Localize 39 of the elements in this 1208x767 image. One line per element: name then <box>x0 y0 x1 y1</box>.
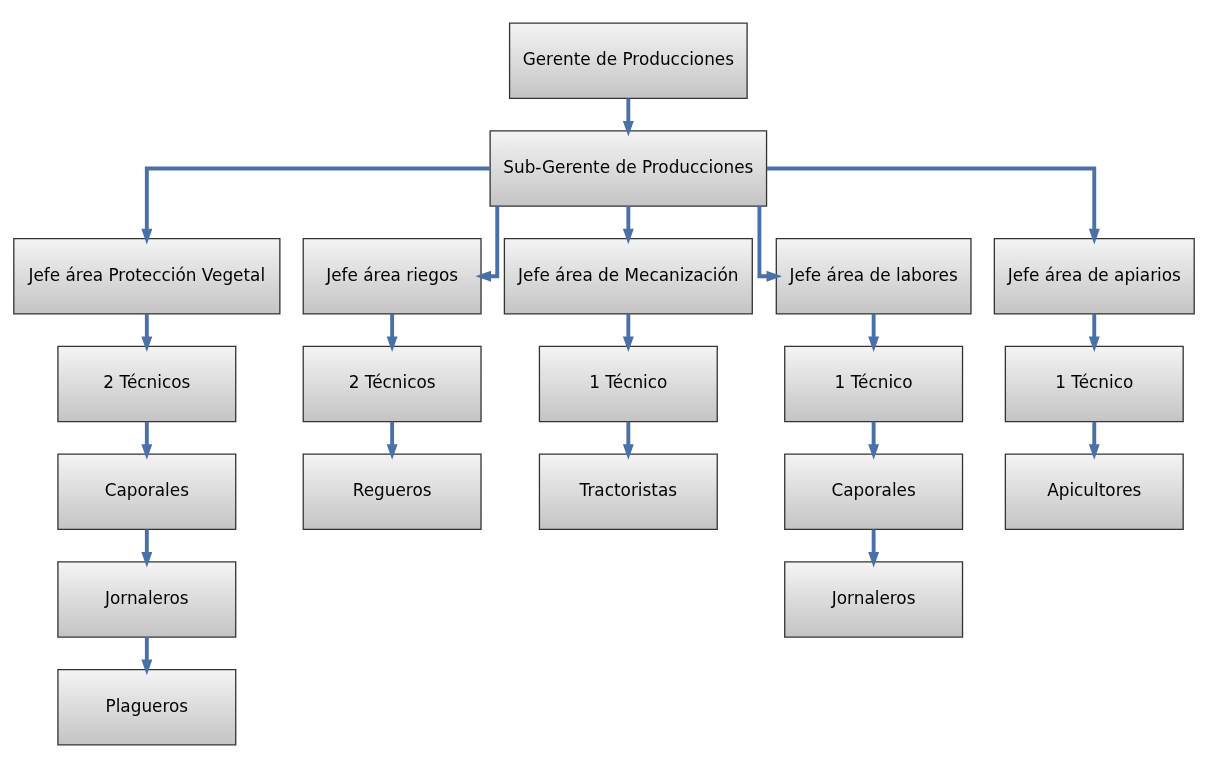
node-box: Jefe área de Mecanización <box>503 237 753 315</box>
node-box: Gerente de Producciones <box>508 22 748 99</box>
arrow <box>757 205 783 282</box>
node-box: Jefe área riegos <box>302 237 482 315</box>
arrow <box>622 421 634 460</box>
node-box: Sub-Gerente de Producciones <box>489 129 768 207</box>
node-box: Jornaleros <box>784 560 964 638</box>
arrow <box>868 421 880 460</box>
arrow <box>141 166 490 244</box>
node-box: Jornaleros <box>57 560 237 638</box>
node-box: Jefe área de labores <box>775 237 972 315</box>
node-box: Plagueros <box>57 668 237 745</box>
node-box: 1 Técnico <box>784 345 964 422</box>
node-box: Jefe área Protección Vegetal <box>13 237 281 315</box>
arrow <box>141 313 153 352</box>
node-box: Jefe área de apiarios <box>993 237 1195 315</box>
node-box: Caporales <box>57 452 237 530</box>
arrow <box>622 98 634 137</box>
node-box: Regueros <box>302 452 482 530</box>
node-box: Apicultores <box>1004 452 1184 530</box>
node-box: 1 Técnico <box>538 345 718 422</box>
arrow <box>386 421 398 460</box>
arrow <box>1088 421 1100 460</box>
arrow <box>868 313 880 352</box>
arrow <box>1088 313 1100 352</box>
arrow <box>386 313 398 352</box>
arrow <box>766 166 1100 244</box>
arrow <box>868 528 880 567</box>
node-box: 2 Técnicos <box>57 345 237 422</box>
arrow <box>141 528 153 567</box>
node-box: Tractoristas <box>538 452 718 530</box>
arrow <box>622 313 634 352</box>
arrow <box>141 421 153 460</box>
arrow <box>475 205 500 282</box>
arrow <box>622 205 634 244</box>
node-box: 2 Técnicos <box>302 345 482 422</box>
arrow <box>141 636 153 675</box>
node-box: 1 Técnico <box>1004 345 1184 422</box>
node-box: Caporales <box>784 452 964 530</box>
